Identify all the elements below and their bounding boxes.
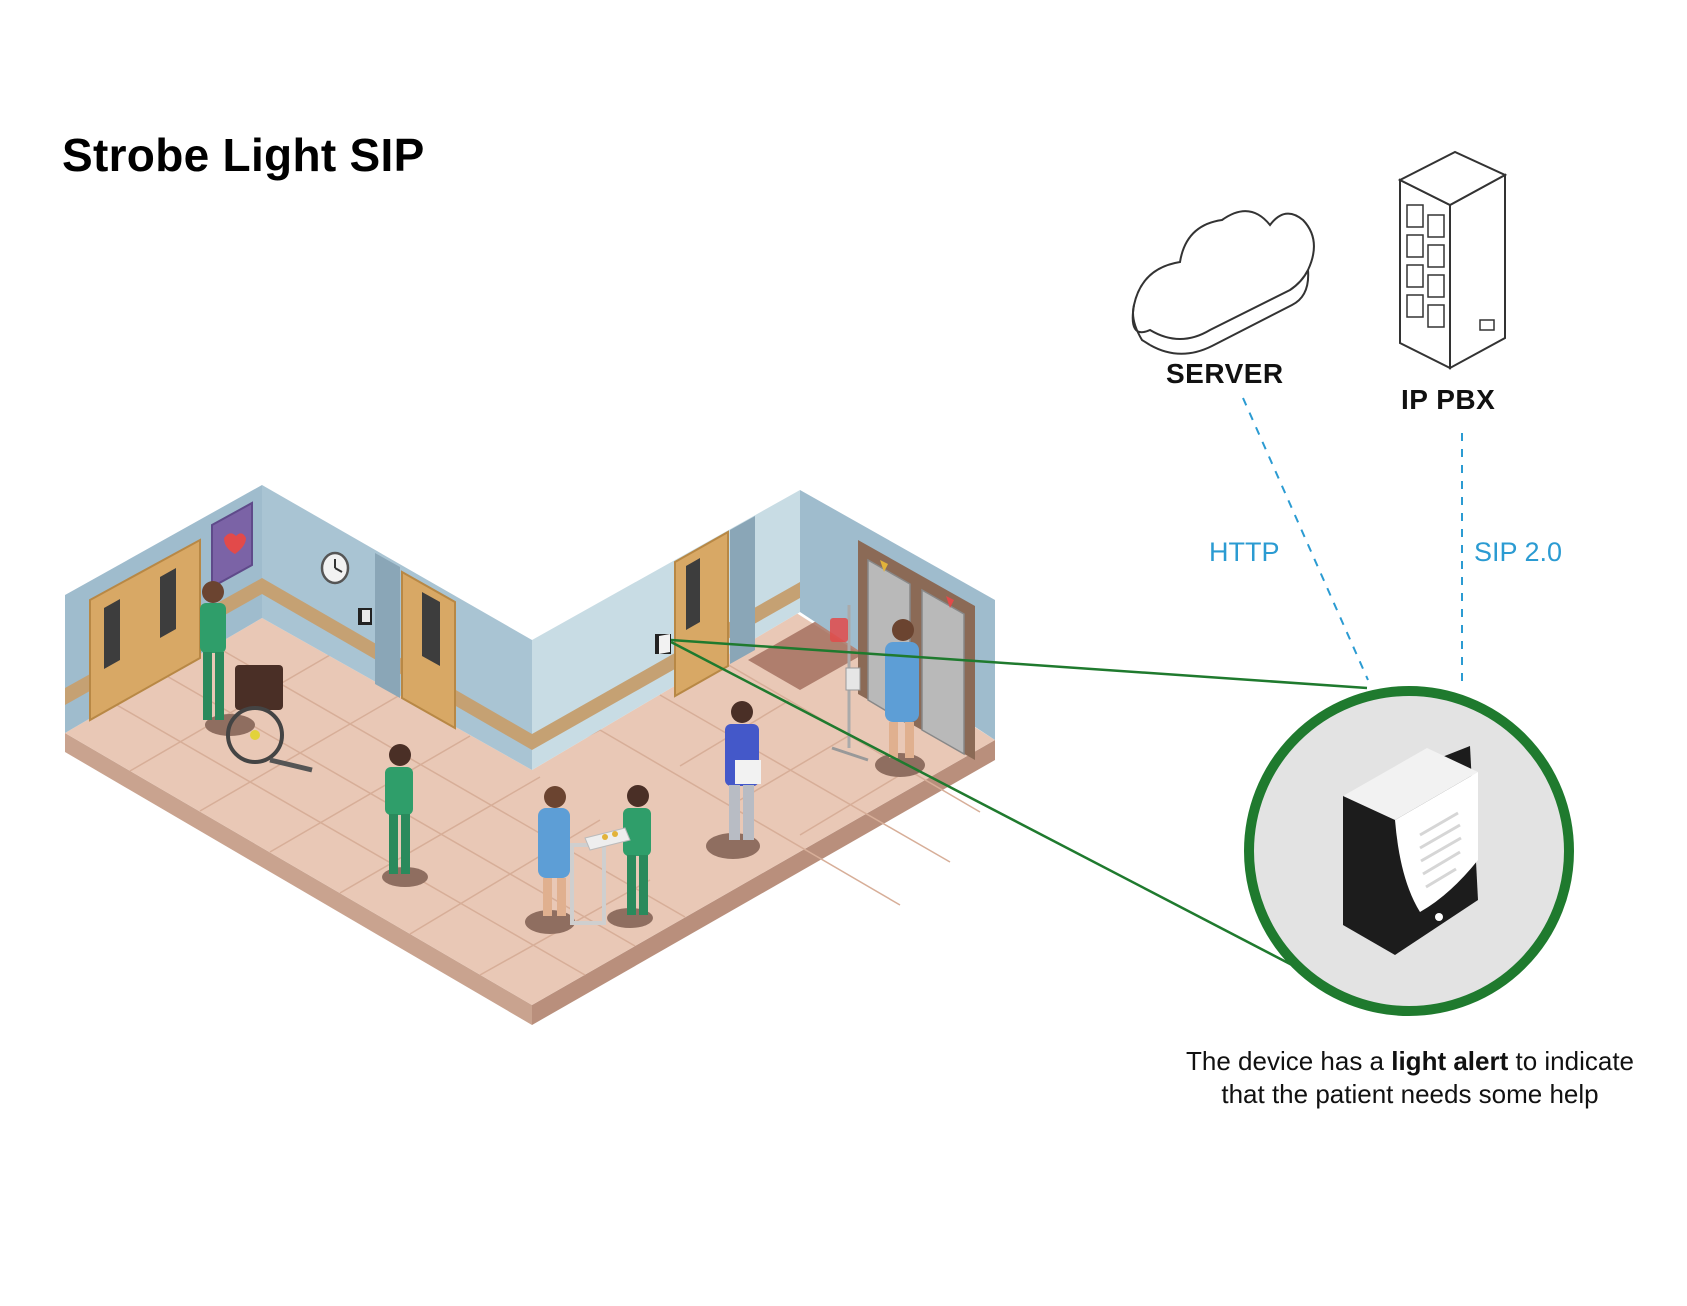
floor-edge-left bbox=[65, 733, 532, 1025]
cloud-icon bbox=[1131, 210, 1315, 355]
page-title: Strobe Light SIP bbox=[62, 129, 425, 181]
middle-door-window bbox=[422, 592, 440, 666]
heart-icon bbox=[224, 533, 246, 554]
patient-with-walker bbox=[525, 786, 606, 934]
http-connection-line bbox=[1242, 397, 1369, 681]
right-pillar bbox=[730, 516, 755, 664]
ip-pbx-label: IP PBX bbox=[1401, 384, 1496, 415]
caption-bold-text: light alert bbox=[1391, 1046, 1509, 1076]
device-caption: The device has a light alert to indicate… bbox=[1180, 1045, 1640, 1111]
nurse-with-wheelchair bbox=[200, 581, 313, 773]
floor-top bbox=[65, 582, 995, 1005]
caption-text-1: The device has a bbox=[1186, 1046, 1392, 1076]
right-door bbox=[674, 530, 729, 698]
sip-label: SIP 2.0 bbox=[1474, 537, 1563, 567]
nurse-with-tray bbox=[584, 785, 653, 928]
left-door-window-2 bbox=[160, 568, 176, 638]
floor-edge-right bbox=[532, 740, 995, 1025]
nurse-with-tablet bbox=[382, 744, 428, 887]
wheelchair-icon bbox=[226, 706, 284, 764]
left-door-window-1 bbox=[104, 599, 120, 669]
patient-at-elevator bbox=[875, 619, 925, 777]
doctor-with-stethoscope bbox=[706, 701, 761, 859]
middle-wall-panel bbox=[375, 553, 400, 698]
server-rack-icon bbox=[1397, 150, 1508, 370]
elevator-door-right bbox=[921, 588, 965, 756]
http-label: HTTP bbox=[1209, 537, 1280, 567]
right-door-window bbox=[686, 558, 700, 630]
hospital-corridor-illustration bbox=[65, 485, 995, 1025]
server-label: SERVER bbox=[1166, 358, 1284, 389]
zoom-connector-lines bbox=[670, 638, 1368, 967]
caption-text-2: to indicate that the patient needs some … bbox=[1221, 1046, 1634, 1109]
dashed-connection-lines bbox=[1242, 397, 1463, 685]
strobe-light-device-icon bbox=[1343, 746, 1478, 955]
